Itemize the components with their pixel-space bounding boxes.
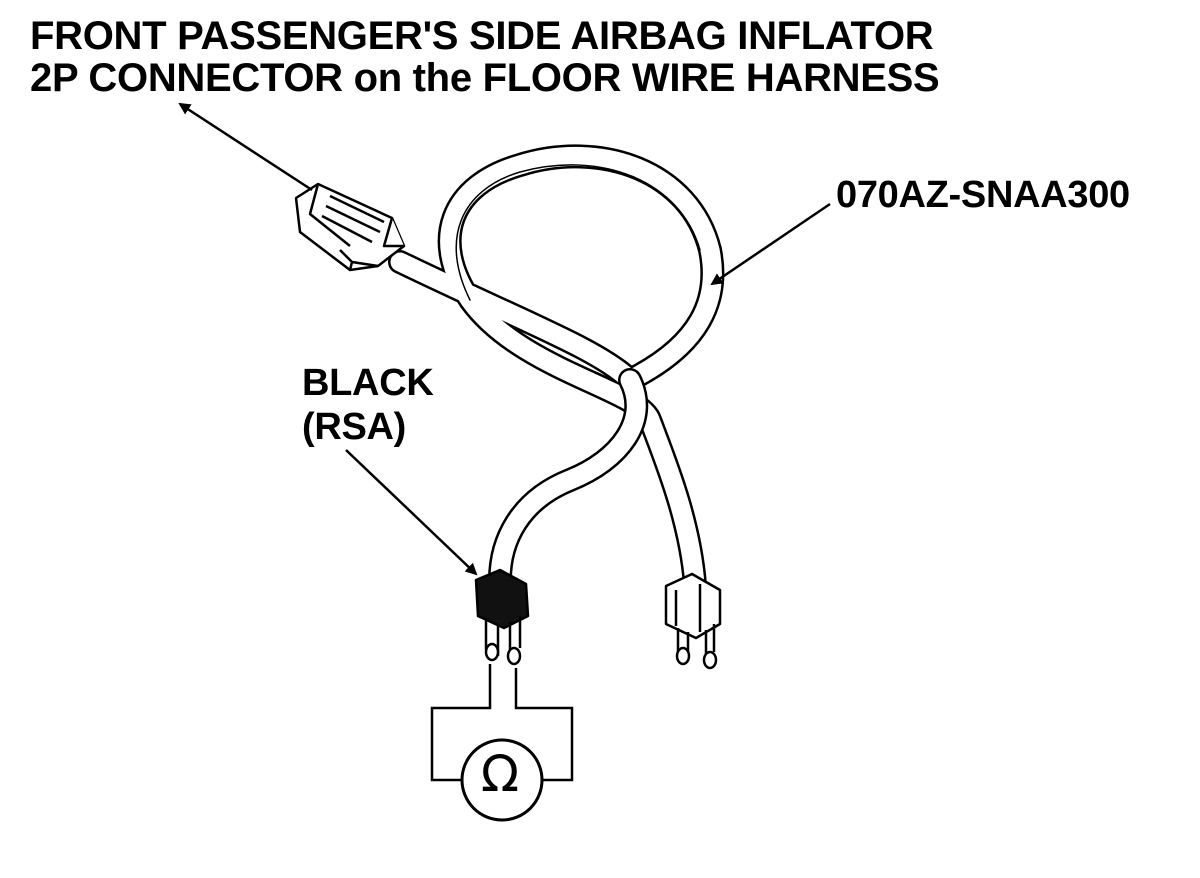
black-plug-callout-arrow: [345, 449, 478, 576]
black-color-label: BLACK: [302, 362, 434, 404]
ohmmeter-icon: [460, 738, 544, 822]
black-plug-rsa: [474, 568, 530, 666]
callout-arrows: [178, 102, 831, 576]
ohmmeter-leads: [430, 664, 574, 822]
part-number-label: 070AZ-SNAA300: [836, 174, 1130, 216]
rsa-label: (RSA): [302, 406, 407, 448]
connector-title-line-2: 2P CONNECTOR on the FLOOR WIRE HARNESS: [30, 56, 940, 100]
connector-title-line-1: FRONT PASSENGER'S SIDE AIRBAG INFLATOR: [30, 14, 934, 58]
2p-connector-shape: [294, 182, 406, 272]
white-plug: [664, 572, 722, 670]
part-number-callout-arrow: [710, 202, 831, 286]
wire-harness-loop: [388, 144, 725, 597]
connector-callout-arrow: [178, 102, 313, 192]
ohm-symbol: Ω: [480, 745, 520, 803]
